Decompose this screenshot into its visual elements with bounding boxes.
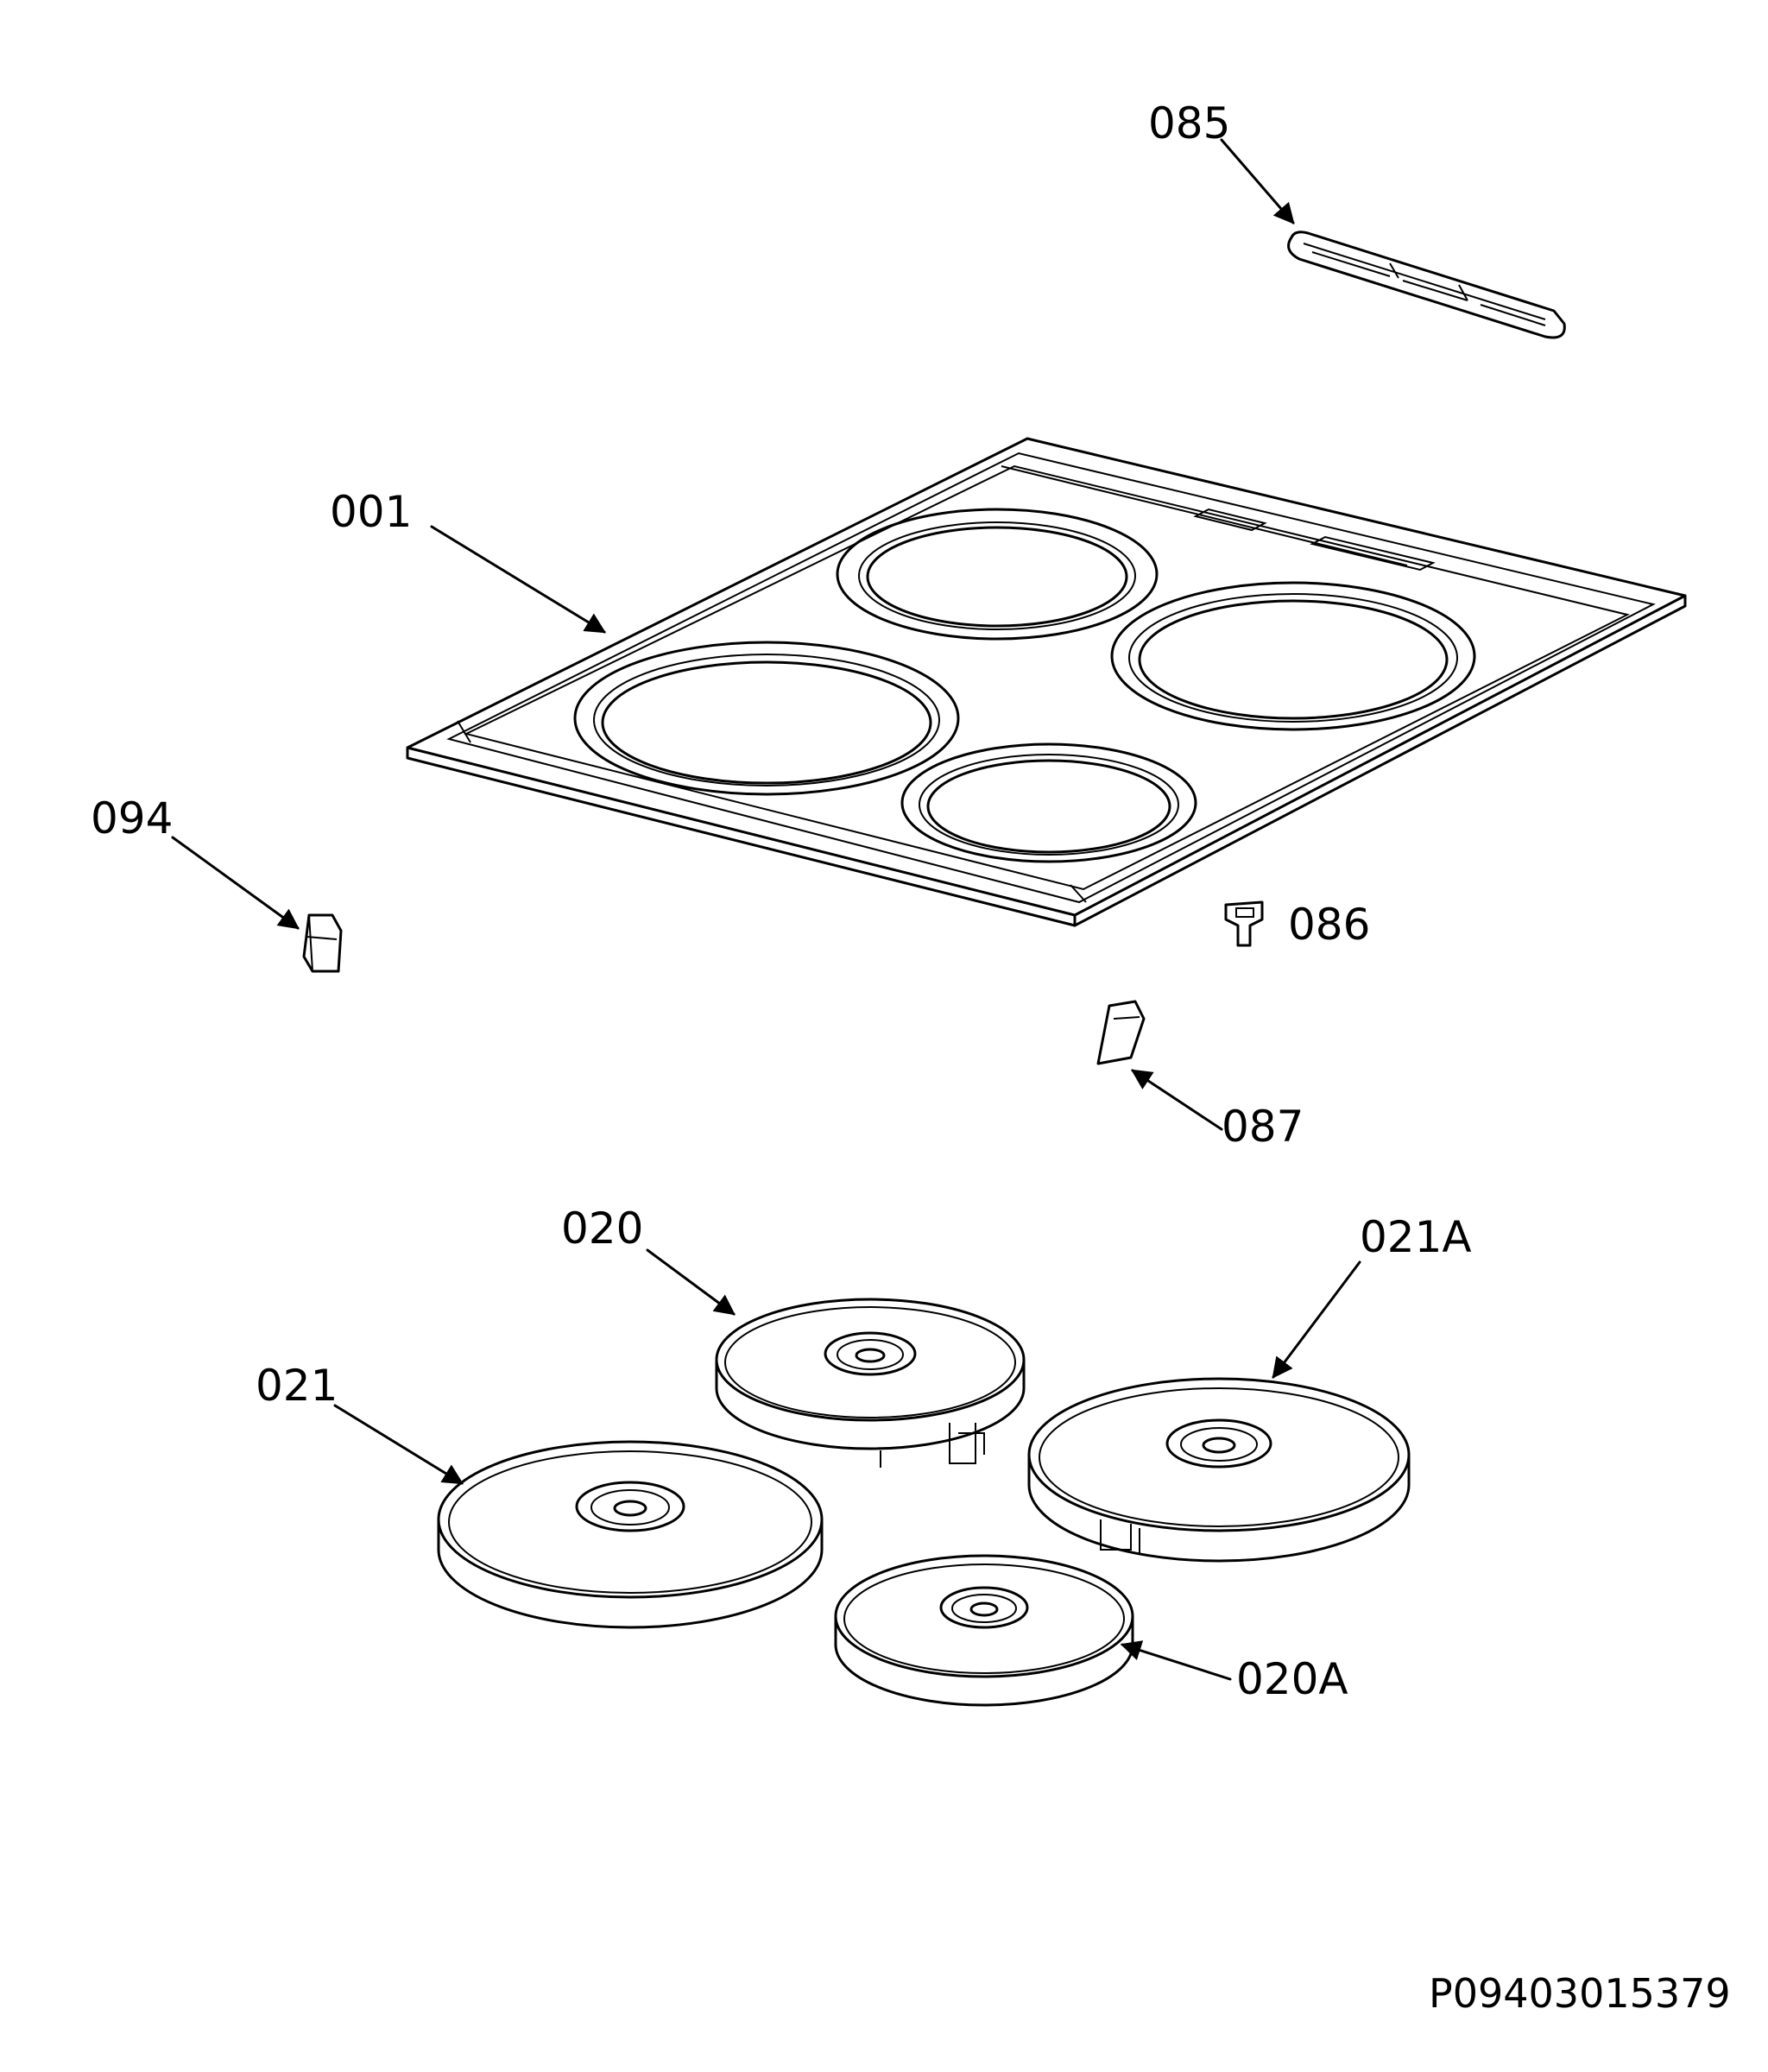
label-020: 020 xyxy=(561,1203,643,1254)
hotplate-020-part xyxy=(715,1298,1026,1468)
label-087: 087 xyxy=(1222,1102,1304,1152)
label-021A: 021A xyxy=(1360,1212,1472,1262)
leader-020 xyxy=(646,1248,736,1316)
label-021: 021 xyxy=(256,1361,338,1411)
hotplate-021-part xyxy=(437,1440,824,1629)
leader-020A xyxy=(1120,1640,1232,1681)
leader-021 xyxy=(333,1404,464,1485)
leader-001 xyxy=(430,525,607,634)
leader-085 xyxy=(1220,138,1295,224)
label-094: 094 xyxy=(91,793,173,843)
label-086: 086 xyxy=(1288,900,1370,950)
vent-trim-part xyxy=(1287,231,1566,339)
leader-094 xyxy=(171,836,300,930)
clip-086-part xyxy=(1224,900,1264,947)
clip-094-part xyxy=(302,913,343,973)
leader-087 xyxy=(1130,1069,1223,1131)
clip-087-part xyxy=(1096,1000,1146,1065)
hotplate-020A-part xyxy=(834,1554,1134,1707)
label-020A: 020A xyxy=(1236,1654,1348,1704)
label-001: 001 xyxy=(330,487,412,537)
hotplate-021A-part xyxy=(1027,1377,1411,1563)
label-085: 085 xyxy=(1148,98,1230,148)
drawing-code: P09403015379 xyxy=(1429,1970,1731,2017)
hob-top-part xyxy=(406,437,1687,927)
leader-021A xyxy=(1272,1260,1361,1379)
